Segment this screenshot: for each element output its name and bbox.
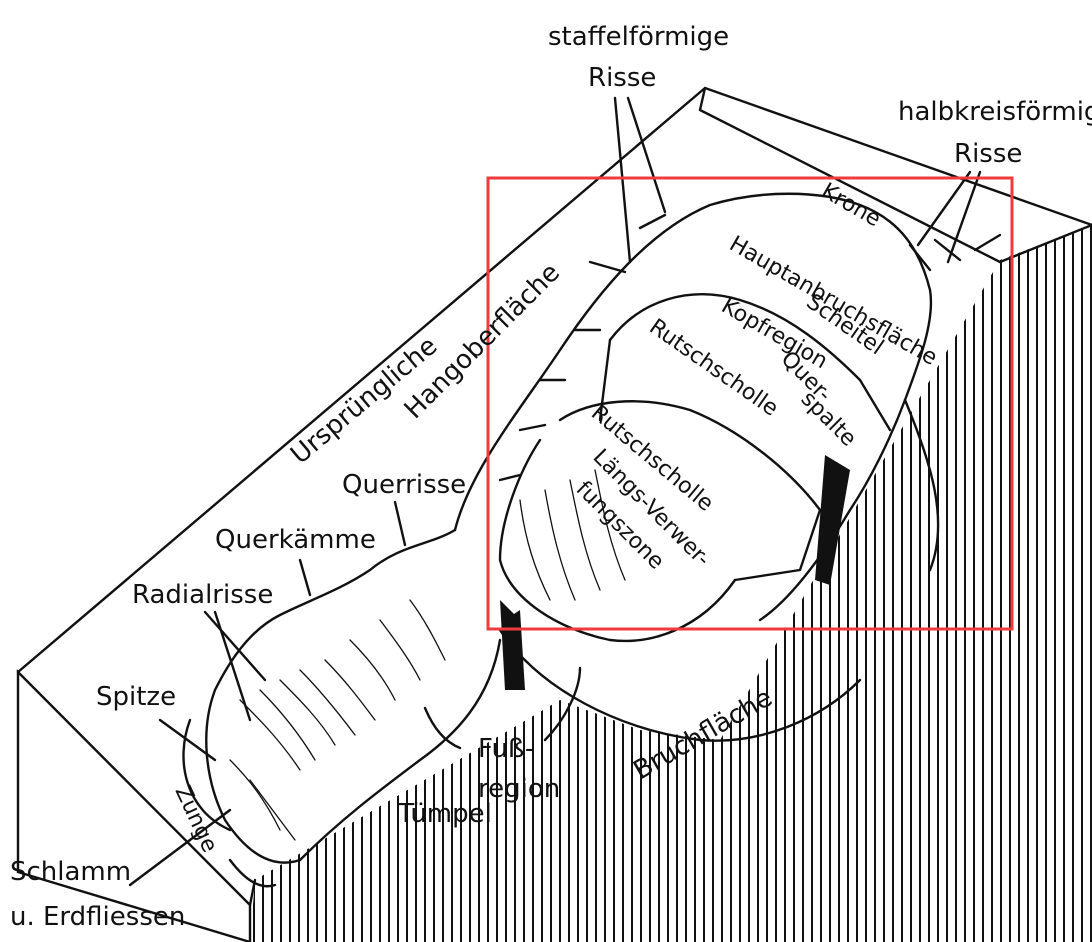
label-schlamm-2: u. Erdfliessen bbox=[10, 902, 185, 932]
label-staffel-2: Risse bbox=[588, 63, 656, 93]
label-fuss-1: Fuß- bbox=[478, 734, 534, 764]
label-schlamm-1: Schlamm bbox=[10, 857, 131, 887]
label-tuempel: Tümpel bbox=[397, 799, 492, 829]
terrain-block bbox=[18, 88, 1092, 942]
label-staffel-1: staffelförmige bbox=[548, 22, 729, 52]
label-spitze: Spitze bbox=[96, 682, 176, 712]
label-halbkreis-2: Risse bbox=[954, 139, 1022, 169]
label-radialrisse: Radialrisse bbox=[132, 580, 273, 610]
label-halbkreis-1: halbkreisförmige bbox=[898, 97, 1092, 127]
label-querrisse: Querrisse bbox=[342, 470, 466, 500]
label-querkaemme: Querkämme bbox=[215, 525, 376, 555]
